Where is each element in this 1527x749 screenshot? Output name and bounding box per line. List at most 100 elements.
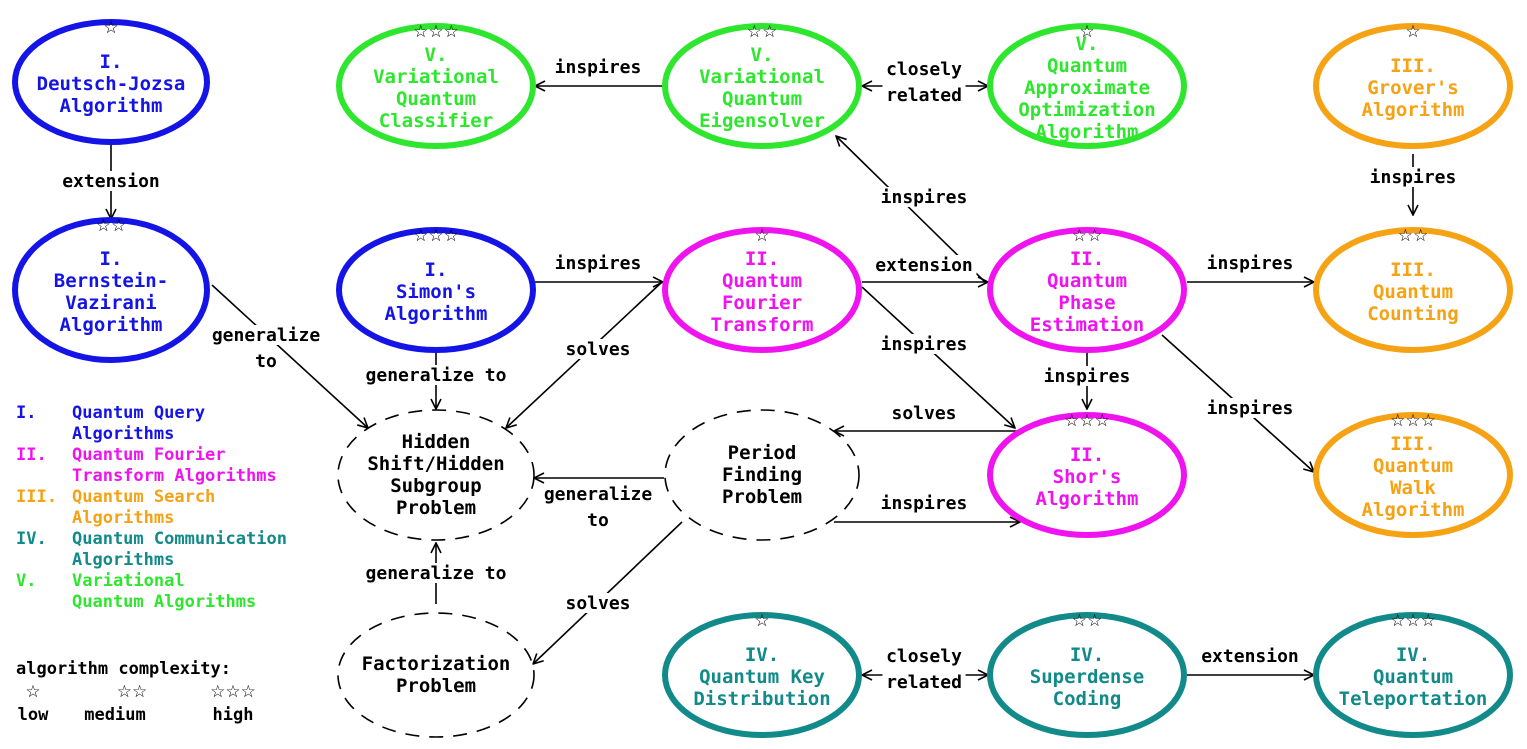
edge-label: extension [875,255,973,276]
legend-label: Transform Algorithms [72,466,277,486]
edge-label-bg [871,255,977,275]
edge-label-bg [562,593,634,613]
complexity-stars: ☆☆☆ [1064,411,1110,431]
complexity-stars: ☆☆☆ [1390,611,1436,631]
edge-label-bg [208,325,324,345]
edge-qft-hsp: solves [506,281,663,428]
edge-label: generalize [212,325,321,346]
legend-label: Algorithms [72,508,174,528]
edge-line [211,284,368,428]
edge-label: to [255,351,277,372]
node-label: III. [1390,259,1436,281]
complexity-key-label: medium [84,705,145,725]
node-label: V. [1076,33,1099,55]
node-label: I. [100,51,123,73]
node-label: Quantum [396,88,476,110]
edge-qpe-shor: inspires [1040,350,1134,409]
edges-layer: extension generalize to inspires generalize … [58,57,1460,693]
node-label: Problem [722,486,802,508]
edge-label: inspires [555,57,642,78]
edge-label: generalize to [366,563,507,584]
node-label: Shor's [1053,466,1122,488]
edge-dj-bv: extension [58,142,164,219]
edge-label: generalize [544,484,653,505]
node-label: II. [1070,444,1104,466]
node-label: Superdense [1030,666,1144,688]
edge-label: solves [565,593,630,614]
nodes-layer: ☆I.Deutsch-JozsaAlgorithm☆☆I.Bernstein-V… [12,18,1513,738]
node-ellipse [1313,23,1513,149]
complexity-stars: ☆☆ [96,216,126,236]
node-label: Algorithm [1036,121,1139,143]
complexity-stars: ☆☆ [1398,226,1428,246]
node-qaoa[interactable]: ☆V.QuantumApproximateOptimizationAlgorit… [987,22,1187,149]
node-ellipse [1313,612,1513,738]
complexity-key-low: ☆low [18,682,49,725]
legend-number: II. [16,445,47,465]
edge-label: related [886,85,962,106]
edge-label: solves [565,339,630,360]
node-label: Quantum [1373,666,1453,688]
legend-label: Quantum Fourier [72,445,226,465]
node-label: Coding [1053,688,1122,710]
node-ellipse [336,23,536,149]
legend-label: Quantum Search [72,487,215,507]
complexity-stars: ☆ [754,611,769,631]
edge-bv-hsp: generalize to [208,284,368,428]
edge-label: inspires [1207,253,1294,274]
edge-label-bg [882,646,966,666]
node-ellipse [664,409,860,541]
complexity-stars: ☆☆ [1072,611,1102,631]
complexity-stars: ☆ [754,226,769,246]
complexity-stars: ☆ [1079,22,1094,42]
node-ellipse [336,227,536,353]
edge-label: generalize to [366,365,507,386]
edge-label: extension [62,171,160,192]
edge-label-bg [882,672,966,692]
node-ellipse [987,23,1187,149]
node-label: Problem [396,675,476,697]
node-label: Deutsch-Jozsa [37,73,186,95]
edge-simon-hsp: generalize to [361,350,511,409]
node-label: Simon's [396,281,476,303]
edge-qft-qpe: extension [862,255,988,282]
node-ellipse [987,612,1187,738]
complexity-stars: ☆☆☆ [413,226,459,246]
edge-label: extension [1201,646,1299,667]
edge-qpe-qcount: inspires [1187,253,1314,282]
node-label: Problem [396,497,476,519]
node-ellipse [987,412,1187,538]
node-label: III. [1390,433,1436,455]
edge-label-bg [877,187,971,207]
edge-label: inspires [881,493,968,514]
legend-label: Quantum Communication [72,529,287,549]
node-ellipse [987,227,1187,353]
complexity-title: algorithm complexity: [16,659,231,679]
legend-number: V. [16,571,36,591]
node-label: Algorithm [60,95,163,117]
node-label: Algorithm [385,303,488,325]
edge-label-bg [361,563,511,583]
edge-label-bg [877,334,971,354]
